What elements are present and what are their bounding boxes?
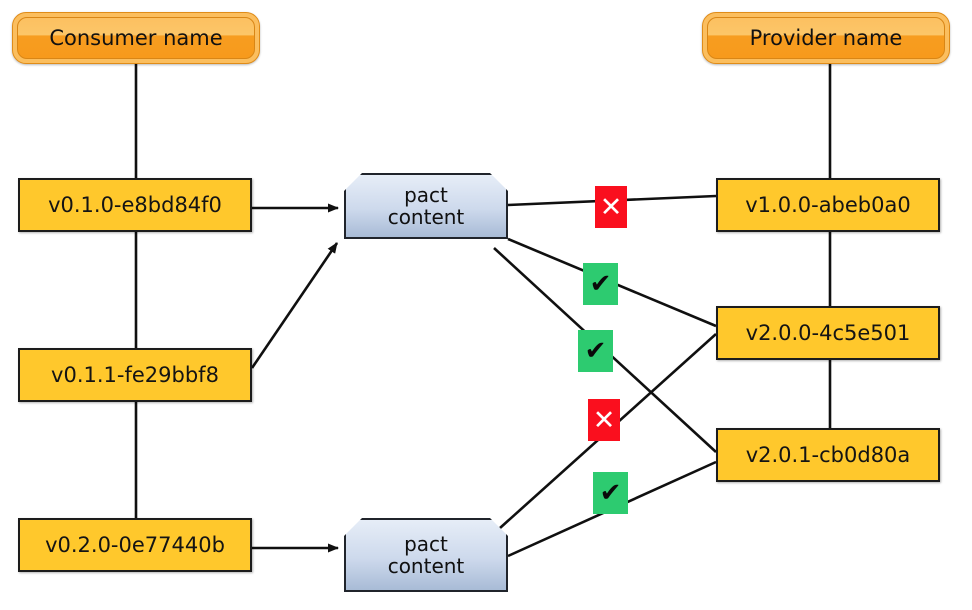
consumer-version-label-2: v0.1.1-fe29bbf8 bbox=[51, 363, 219, 387]
consumer-root-node[interactable]: Consumer name bbox=[12, 12, 260, 64]
provider-version-label-2: v2.0.0-4c5e501 bbox=[745, 321, 911, 345]
provider-root-label-wrap: Provider name bbox=[707, 17, 945, 59]
verification-failed-badge-2[interactable]: ✕ bbox=[588, 399, 620, 441]
consumer-to-pact-edges bbox=[250, 203, 339, 553]
check-icon: ✔ bbox=[589, 269, 612, 299]
consumer-version-label-3: v0.2.0-0e77440b bbox=[45, 533, 225, 557]
verification-passed-badge-3[interactable]: ✔ bbox=[593, 472, 628, 514]
pact-content-node-2[interactable]: pact content bbox=[344, 518, 508, 592]
consumer-version-node-3[interactable]: v0.2.0-0e77440b bbox=[18, 518, 252, 572]
provider-root-label: Provider name bbox=[749, 26, 903, 50]
pact-content-label-1-line2: content bbox=[387, 205, 465, 229]
cross-icon: ✕ bbox=[599, 191, 623, 223]
verification-failed-badge-1[interactable]: ✕ bbox=[595, 186, 627, 228]
check-icon: ✔ bbox=[599, 478, 622, 508]
pact-content-label-2-line2: content bbox=[387, 554, 465, 578]
verification-passed-badge-2[interactable]: ✔ bbox=[578, 330, 613, 372]
consumer-version-label-1: v0.1.0-e8bd84f0 bbox=[48, 193, 222, 217]
provider-version-node-3[interactable]: v2.0.1-cb0d80a bbox=[716, 428, 940, 482]
consumer-version-node-1[interactable]: v0.1.0-e8bd84f0 bbox=[18, 178, 252, 232]
provider-version-label-3: v2.0.1-cb0d80a bbox=[745, 443, 911, 467]
check-icon: ✔ bbox=[584, 336, 607, 366]
edge-cv2-pact1 bbox=[250, 242, 339, 369]
cross-icon: ✕ bbox=[592, 404, 616, 436]
consumer-root-label-wrap: Consumer name bbox=[17, 17, 255, 59]
provider-version-label-1: v1.0.0-abeb0a0 bbox=[745, 193, 911, 217]
consumer-version-node-2[interactable]: v0.1.1-fe29bbf8 bbox=[18, 348, 252, 402]
verification-passed-badge-1[interactable]: ✔ bbox=[583, 263, 618, 305]
pact-content-label-1-line1: pact bbox=[404, 182, 448, 207]
provider-version-node-2[interactable]: v2.0.0-4c5e501 bbox=[716, 306, 940, 360]
pact-content-node-1[interactable]: pact content bbox=[344, 173, 508, 239]
pact-content-label-2-line1: pact bbox=[404, 531, 448, 556]
consumer-root-label: Consumer name bbox=[49, 26, 223, 50]
provider-root-node[interactable]: Provider name bbox=[702, 12, 950, 64]
provider-version-node-1[interactable]: v1.0.0-abeb0a0 bbox=[716, 178, 940, 232]
